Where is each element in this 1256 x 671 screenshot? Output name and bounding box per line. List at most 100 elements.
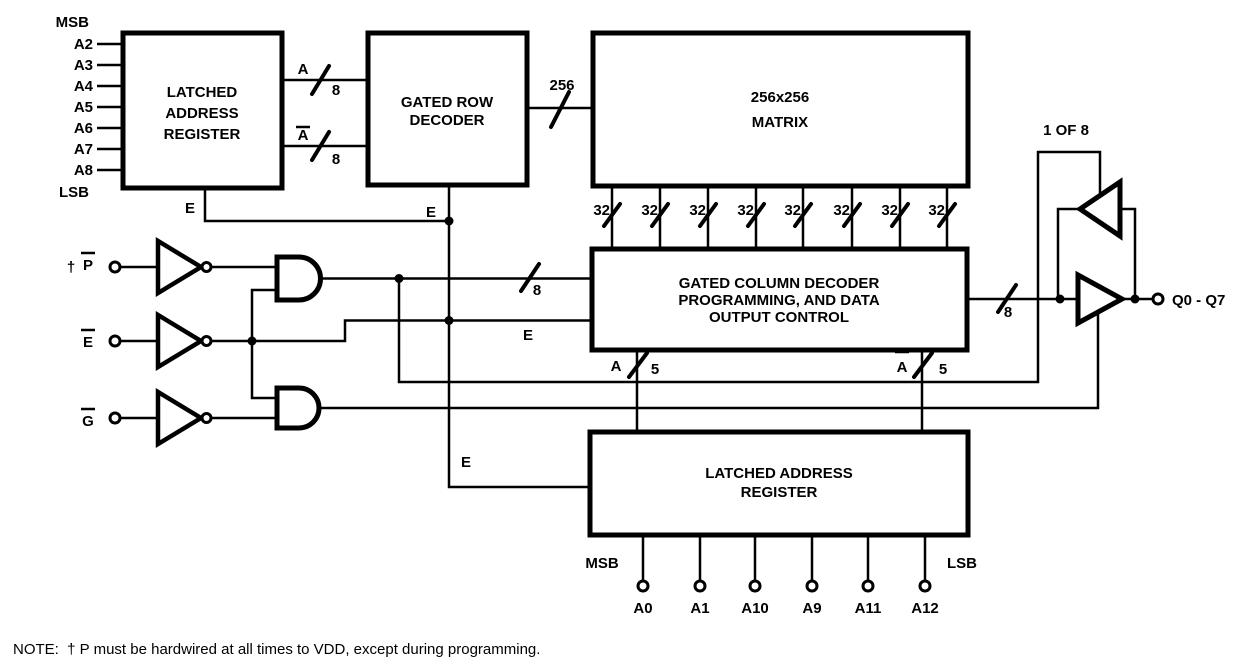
col-bus-width-4: 32 [737,202,754,219]
pin-label-a0: A0 [633,600,652,617]
pin-label-a7: A7 [74,141,93,158]
program-bus-width: 8 [533,282,541,299]
wire-input-buffer-in [1120,207,1137,299]
col-bus-width-3: 32 [689,202,706,219]
bus-256-label: 256 [549,77,574,94]
pin-label-a12: A12 [911,600,939,617]
pin-label-a4: A4 [74,78,94,95]
terminals [108,260,1165,593]
slash-32-5 [793,202,813,228]
wire-e-to-column-decoder [252,319,592,343]
slash-abar5 [912,351,934,379]
e-label-top-register: E [185,200,195,217]
slash-32-1 [602,202,622,228]
p-input-terminal [108,260,122,274]
matrix-title-1: 256x256 [751,89,809,106]
col-bus-width-6: 32 [833,202,850,219]
a12-terminal [918,579,932,593]
pin-label-a2: A2 [74,36,93,53]
slash-32-6 [842,202,862,228]
one-of-8-label: 1 OF 8 [1043,122,1089,139]
slash-a8 [310,64,331,96]
row-decoder-title-1: GATED ROW [401,94,494,111]
junction [247,336,257,346]
e-label-column-decoder: E [523,327,533,344]
a9-terminal [805,579,819,593]
junction-dots [247,216,1140,346]
a5-width: 5 [651,361,659,378]
pin-label-a6: A6 [74,120,93,137]
g-inverter-bubble [200,412,213,424]
input-buffer [1075,177,1123,241]
column-decoder-title-3: OUTPUT CONTROL [709,309,849,326]
lsb-bottom-label: LSB [947,555,977,572]
slash-abar8 [310,130,331,162]
bottom-register-title-2: REGISTER [741,484,818,501]
footnote: NOTE: † P must be hardwired at all times… [13,641,540,658]
e-input-terminal [108,334,122,348]
e-label-row-decoder: E [426,204,436,221]
wire-e-main-vertical [447,221,590,489]
slash-32-2 [650,202,670,228]
overbars [81,125,909,411]
a-bus-label: A [298,61,309,78]
slash-32-4 [746,202,766,228]
top-register-title-1: LATCHED [167,84,238,101]
abar5-width: 5 [939,361,947,378]
a1-terminal [693,579,707,593]
logic-gates [155,177,1128,448]
q-output-label: Q0 - Q7 [1172,292,1225,309]
pin-label-a3: A3 [74,57,93,74]
msb-top-label: MSB [56,14,90,31]
p-input-label: P [83,257,93,274]
column-decoder-title-2: PROGRAMMING, AND DATA [678,292,880,309]
junction [444,216,454,226]
column-decoder-block [589,246,970,353]
matrix-block [590,30,971,189]
output-and-gate [274,385,322,431]
a5-label: A [611,358,622,375]
e-inverter [155,311,206,371]
pin-label-a1: A1 [690,600,709,617]
pin-label-a9: A9 [802,600,821,617]
col-bus-width-8: 32 [928,202,945,219]
lsb-top-label: LSB [59,184,89,201]
abar-bus-label: A [298,127,309,144]
bus-slashes [310,64,1018,379]
labels: MSB A2 A3 A4 A 5 A6 A7 A 8 LSB LATCHED ADD… [13,14,1225,658]
matrix-title-2: MATRIX [752,114,808,131]
col-bus-width-7: 32 [881,202,898,219]
e-input-label: E [83,334,93,351]
e-inverter-bubble [200,335,213,347]
g-inverter [155,388,206,448]
top-register-title-3: REGISTER [164,126,241,143]
a10-terminal [748,579,762,593]
junction [394,274,404,283]
row-decoder-title-2: DECODER [409,112,484,129]
top-register-title-2: ADDRESS [165,105,238,122]
slash-256 [549,90,571,129]
abar-bus-width: 8 [332,151,340,168]
pin-label-a11: A11 [855,600,882,617]
row-decoder-block [365,30,530,188]
slash-32-7 [890,202,910,228]
msb-bottom-label: MSB [585,555,619,572]
p-inverter [155,237,206,297]
bottom-address-register-block [587,429,971,538]
p-inverter-bubble [200,261,213,273]
a11-terminal [861,579,875,593]
col-bus-width-1: 32 [593,202,610,219]
program-and-gate [274,254,323,303]
wire-e-top-register [203,188,449,223]
g-input-label: G [82,413,94,430]
junction [444,316,454,325]
slash-output-8 [996,283,1018,314]
pin-label-a10: A10 [741,600,769,617]
g-input-terminal [108,411,122,425]
wire-input-buffer-out [1056,207,1080,299]
slash-32-3 [698,202,718,228]
slash-a5 [627,351,649,379]
col-bus-width-2: 32 [641,202,658,219]
column-decoder-title-1: GATED COLUMN DECODER [679,275,880,292]
